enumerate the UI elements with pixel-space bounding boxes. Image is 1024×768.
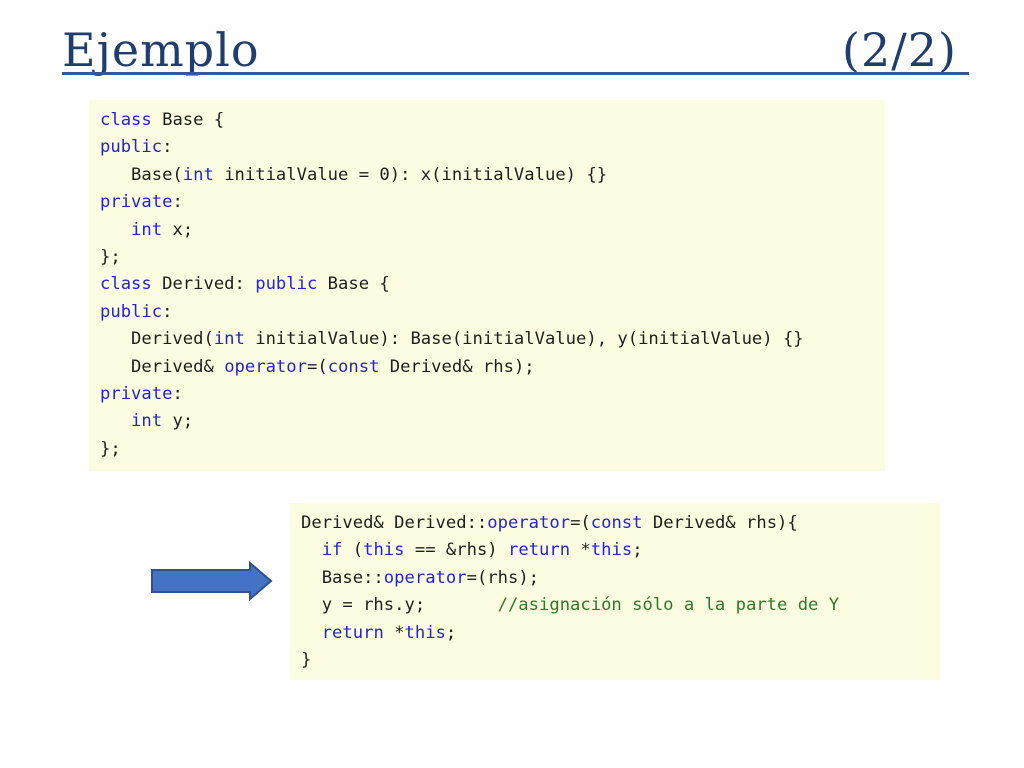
code-keyword: int: [131, 411, 163, 432]
code-line: class Derived: public Base {: [100, 271, 885, 298]
title-underline: [62, 72, 969, 75]
code-line: Base::operator=(rhs);: [301, 565, 940, 592]
code-keyword: if: [321, 540, 343, 561]
code-keyword: public: [100, 137, 163, 158]
code-line: return *this;: [301, 620, 940, 647]
code-text: };: [100, 246, 121, 267]
class-definitions-code-block: class Base {public: Base(int initialValu…: [89, 100, 885, 471]
code-text: [301, 623, 322, 643]
code-text: == &rhs): [404, 540, 508, 561]
slide-page-indicator: (2/2): [842, 23, 957, 77]
code-text: :: [172, 383, 183, 404]
code-text: Derived& rhs){: [642, 513, 798, 533]
code-keyword: private: [100, 383, 173, 404]
code-text: =(rhs);: [466, 567, 540, 588]
code-line: };: [100, 244, 885, 271]
code-text: :: [172, 192, 183, 213]
code-text: Base(: [100, 164, 183, 185]
code-text: Base {: [317, 274, 390, 295]
code-text: =(: [570, 513, 591, 533]
code-line: public:: [100, 134, 885, 161]
code-keyword: private: [100, 192, 173, 213]
code-text: [100, 411, 131, 431]
code-text: y;: [162, 411, 194, 432]
code-keyword: class: [100, 110, 152, 130]
code-text: Derived(: [100, 329, 214, 350]
code-text: };: [100, 438, 121, 459]
slide-title: Ejemplo: [62, 23, 260, 77]
code-line: Base(int initialValue = 0): x(initialVal…: [100, 162, 885, 189]
assignment-operator-code-block: Derived& Derived::operator=(const Derive…: [290, 503, 940, 680]
code-text: Derived&: [100, 356, 225, 377]
code-text: :: [162, 137, 173, 158]
code-line: private:: [100, 381, 885, 408]
code-line: class Base {: [100, 107, 885, 134]
code-keyword: operator: [487, 513, 571, 533]
code-text: [301, 540, 322, 560]
code-text: Base {: [151, 110, 225, 130]
code-text: ;: [445, 622, 457, 643]
code-text: =(: [306, 356, 328, 377]
code-keyword: int: [131, 219, 163, 240]
code-line: int x;: [100, 217, 885, 244]
code-text: (: [342, 540, 364, 561]
code-keyword: const: [590, 513, 643, 533]
code-keyword: public: [100, 301, 163, 322]
right-arrow-icon: [151, 561, 273, 601]
code-line: if (this == &rhs) return *this;: [301, 537, 940, 564]
code-text: y = rhs.y;: [301, 595, 498, 616]
code-text: Derived:: [151, 274, 256, 295]
code-line: private:: [100, 189, 885, 216]
code-text: ;: [632, 540, 643, 561]
code-line: int y;: [100, 408, 885, 435]
code-text: *: [570, 540, 591, 561]
code-keyword: int: [182, 164, 214, 185]
code-keyword: operator: [224, 356, 307, 377]
code-text: initialValue): Base(initialValue), y(ini…: [244, 329, 804, 350]
code-keyword: const: [327, 356, 380, 377]
code-keyword: operator: [383, 567, 467, 588]
code-text: }: [301, 649, 312, 670]
code-text: Derived& rhs);: [379, 356, 535, 377]
code-line: Derived& operator=(const Derived& rhs);: [100, 354, 885, 381]
code-keyword: this: [590, 540, 633, 561]
code-keyword: this: [404, 622, 446, 643]
code-keyword: this: [363, 540, 405, 561]
code-text: :: [162, 301, 173, 322]
code-keyword: class: [100, 274, 152, 295]
code-line: Derived& Derived::operator=(const Derive…: [301, 510, 940, 537]
code-comment: //asignación sólo a la parte de Y: [497, 595, 840, 616]
code-text: x;: [162, 219, 194, 240]
code-line: }: [301, 647, 940, 674]
code-keyword: public: [255, 274, 318, 295]
code-line: y = rhs.y; //asignación sólo a la parte …: [301, 592, 940, 619]
code-text: [100, 220, 131, 240]
code-keyword: int: [213, 329, 245, 350]
code-text: Derived& Derived::: [301, 513, 488, 533]
code-keyword: return: [321, 622, 384, 643]
code-line: Derived(int initialValue): Base(initialV…: [100, 326, 885, 353]
code-line: };: [100, 436, 885, 463]
code-line: public:: [100, 299, 885, 326]
code-text: initialValue = 0): x(initialValue) {}: [213, 164, 608, 185]
code-text: *: [383, 622, 405, 643]
code-text: Base::: [301, 567, 384, 588]
code-keyword: return: [508, 540, 571, 561]
